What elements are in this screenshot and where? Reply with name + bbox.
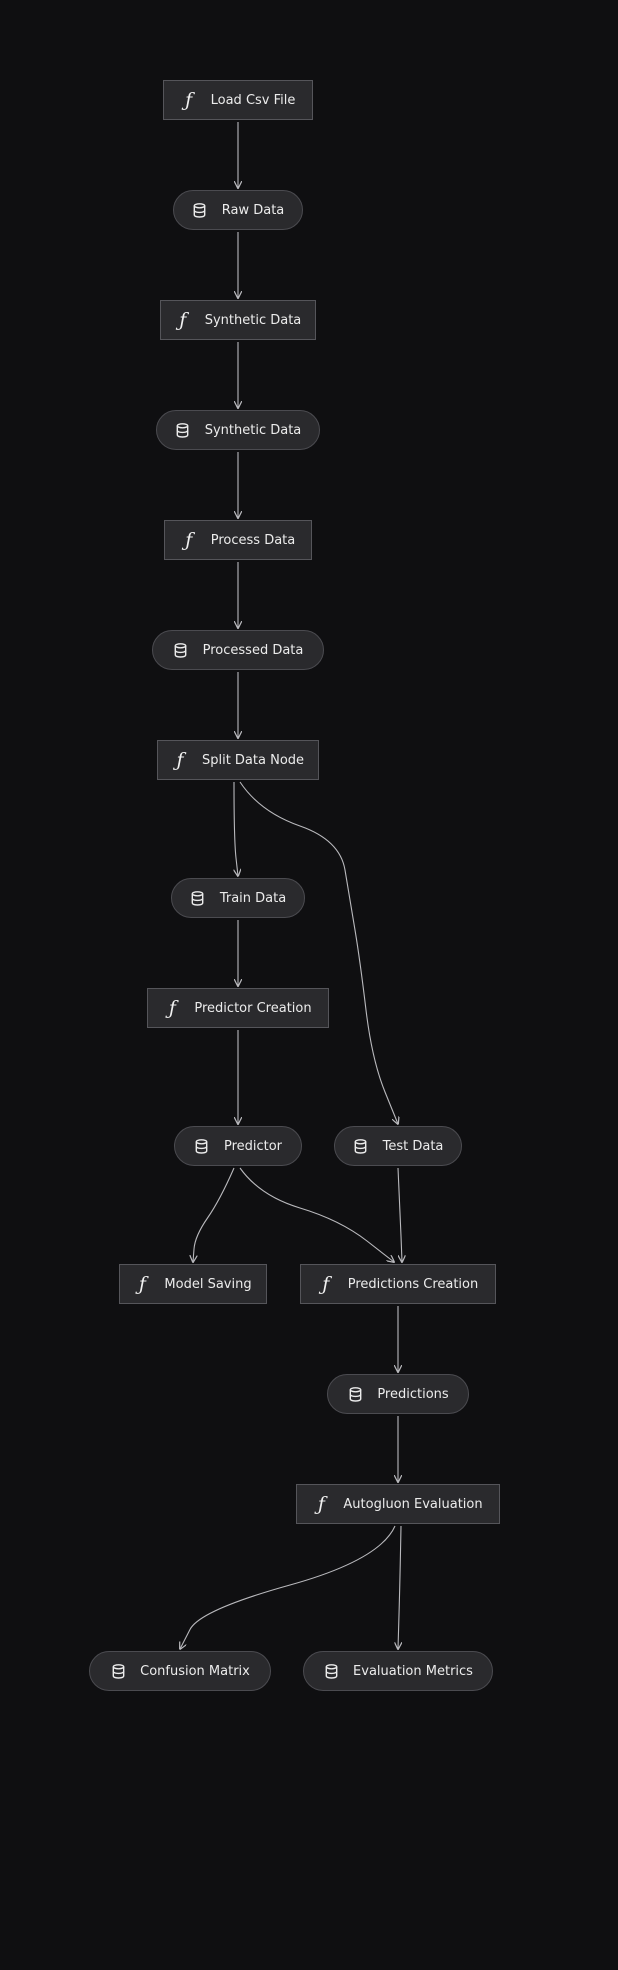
node-label: Test Data <box>382 1138 444 1154</box>
function-icon: ƒ <box>176 748 184 771</box>
database-icon <box>192 201 208 219</box>
database-icon <box>194 1137 210 1155</box>
edge-split-data-node-to-test-data <box>239 781 398 1124</box>
node-label: Predictions <box>377 1386 449 1402</box>
node-label: Evaluation Metrics <box>353 1663 473 1679</box>
node-label: Synthetic Data <box>204 312 302 328</box>
node-evaluation-metrics[interactable]: Evaluation Metrics <box>303 1651 493 1691</box>
function-icon: ƒ <box>317 1492 325 1515</box>
database-icon <box>323 1662 339 1680</box>
function-icon: ƒ <box>322 1272 330 1295</box>
function-icon: ƒ <box>185 528 193 551</box>
edge-predictor-to-predictions-creation <box>239 1167 394 1262</box>
node-predictions-creation[interactable]: ƒ Predictions Creation <box>300 1264 496 1304</box>
node-predictions[interactable]: Predictions <box>327 1374 469 1414</box>
node-label: Processed Data <box>202 642 304 658</box>
node-raw-data[interactable]: Raw Data <box>173 190 303 230</box>
node-predictor-creation[interactable]: ƒ Predictor Creation <box>147 988 329 1028</box>
edge-split-data-node-to-train-data <box>234 781 238 876</box>
node-predictor[interactable]: Predictor <box>174 1126 302 1166</box>
node-split-data-node[interactable]: ƒ Split Data Node <box>157 740 319 780</box>
function-icon: ƒ <box>185 88 193 111</box>
node-synthetic-data-fn[interactable]: ƒ Synthetic Data <box>160 300 316 340</box>
node-autogluon-evaluation[interactable]: ƒ Autogluon Evaluation <box>296 1484 500 1524</box>
edge-autogluon-evaluation-to-confusion-matrix <box>180 1525 396 1649</box>
function-icon: ƒ <box>168 996 176 1019</box>
node-process-data[interactable]: ƒ Process Data <box>164 520 312 560</box>
node-label: Process Data <box>210 532 296 548</box>
node-processed-data[interactable]: Processed Data <box>152 630 324 670</box>
edge-predictor-to-model-saving <box>193 1167 235 1262</box>
node-label: Model Saving <box>164 1276 252 1292</box>
node-model-saving[interactable]: ƒ Model Saving <box>119 1264 267 1304</box>
node-confusion-matrix[interactable]: Confusion Matrix <box>89 1651 271 1691</box>
edge-autogluon-evaluation-to-evaluation-metrics <box>398 1525 401 1649</box>
node-label: Split Data Node <box>201 752 305 768</box>
node-label: Raw Data <box>221 202 285 218</box>
node-label: Train Data <box>219 890 287 906</box>
node-label: Predictor <box>223 1138 283 1154</box>
node-load-csv-file[interactable]: ƒ Load Csv File <box>163 80 313 120</box>
function-icon: ƒ <box>138 1272 146 1295</box>
database-icon <box>175 421 191 439</box>
node-test-data[interactable]: Test Data <box>334 1126 462 1166</box>
node-label: Confusion Matrix <box>140 1663 250 1679</box>
node-label: Predictions Creation <box>347 1276 479 1292</box>
database-icon <box>110 1662 126 1680</box>
database-icon <box>347 1385 363 1403</box>
database-icon <box>173 641 189 659</box>
database-icon <box>353 1137 369 1155</box>
node-synthetic-data-ds[interactable]: Synthetic Data <box>156 410 320 450</box>
node-label: Autogluon Evaluation <box>343 1496 483 1512</box>
node-label: Synthetic Data <box>204 422 302 438</box>
database-icon <box>190 889 206 907</box>
node-label: Load Csv File <box>210 92 296 108</box>
edge-test-data-to-predictions-creation <box>397 1167 402 1262</box>
function-icon: ƒ <box>179 308 187 331</box>
node-label: Predictor Creation <box>194 1000 312 1016</box>
node-train-data[interactable]: Train Data <box>171 878 305 918</box>
